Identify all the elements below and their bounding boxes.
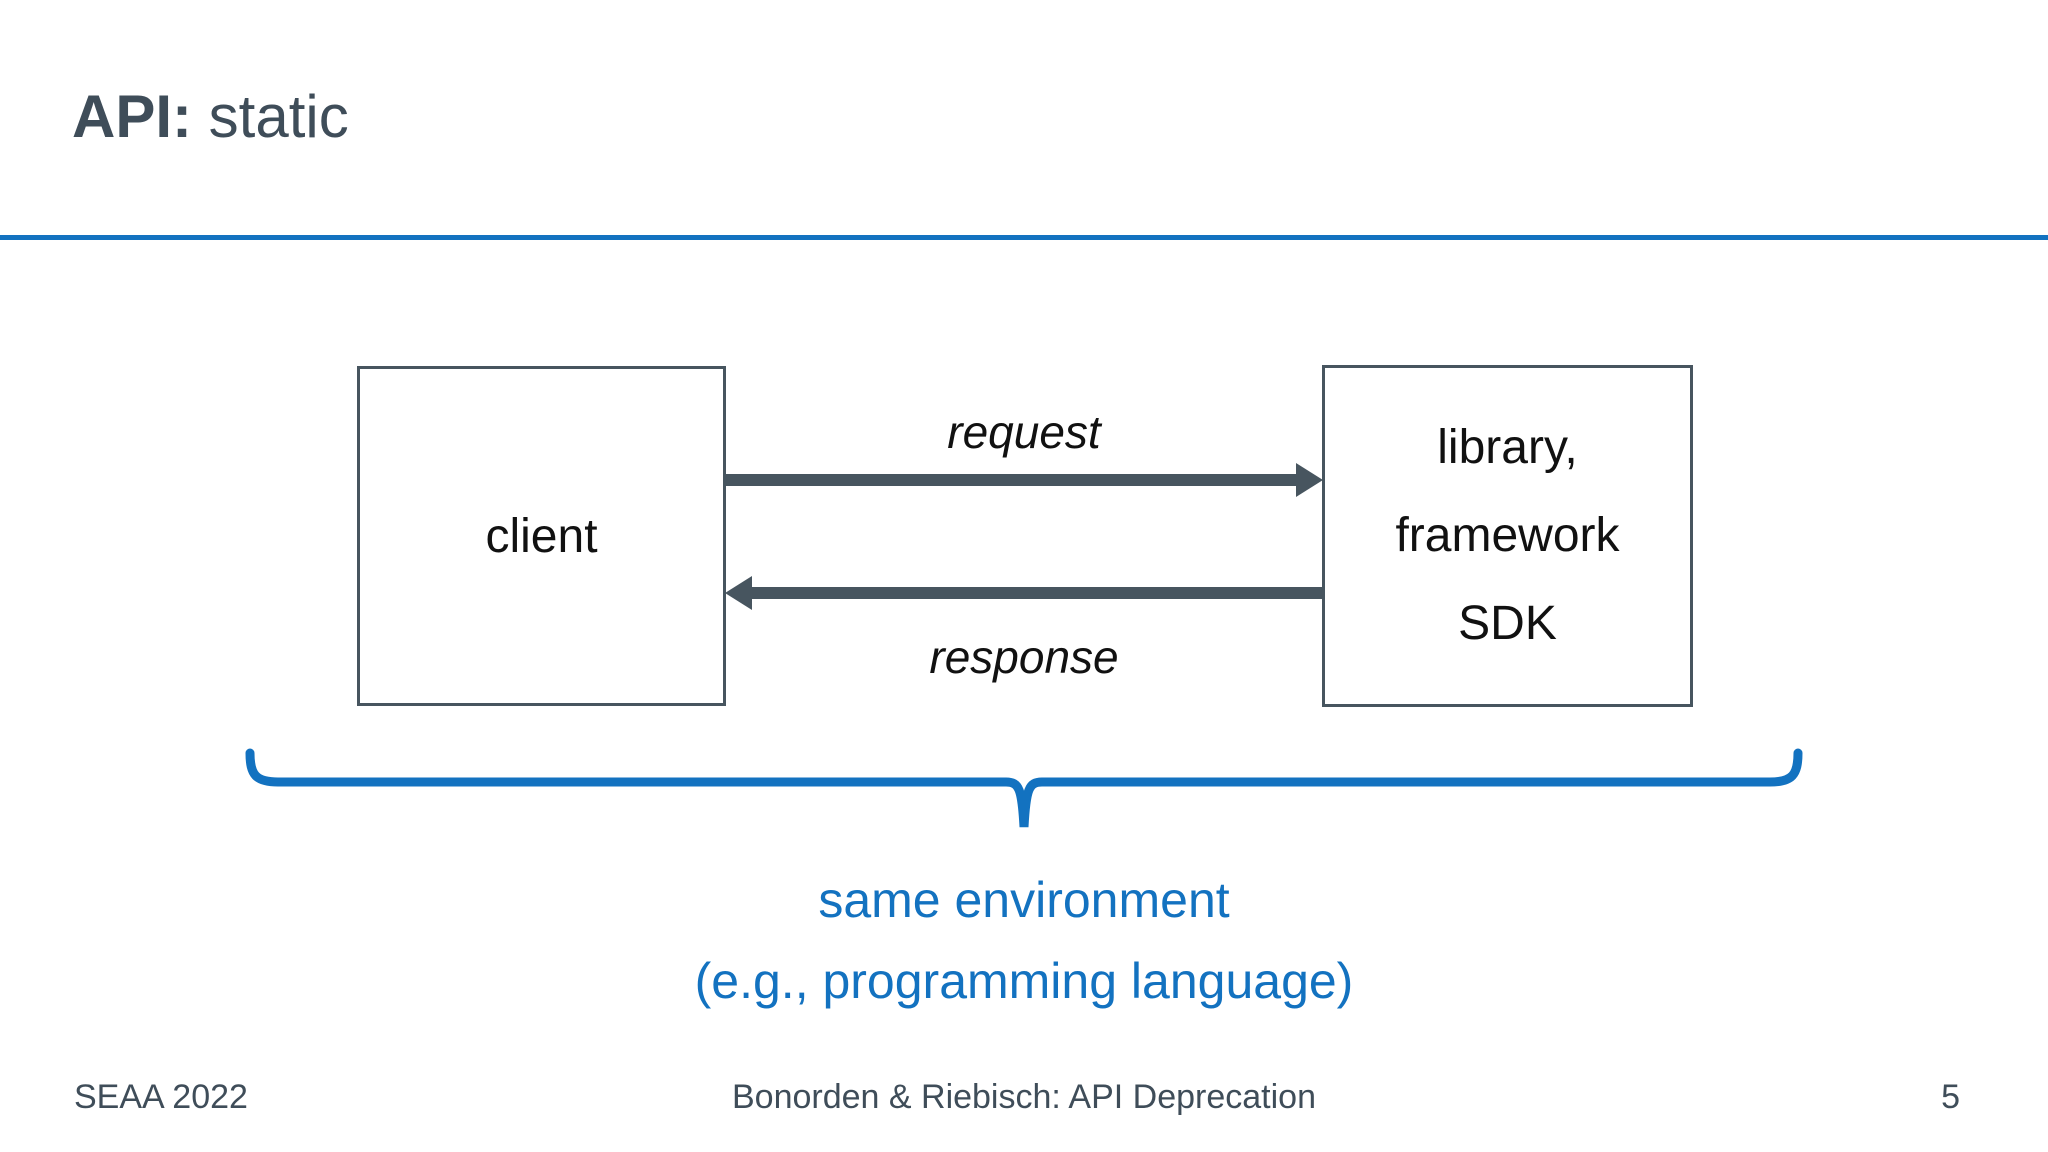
footer-authors: Bonorden & Riebisch: API Deprecation <box>731 1078 1316 1116</box>
title-subject: static <box>192 83 349 150</box>
library-box-line: library, <box>1437 421 1578 474</box>
client-box: client <box>357 366 726 706</box>
request-arrowhead-icon <box>1296 463 1323 497</box>
library-box: library, framework SDK <box>1322 365 1693 707</box>
client-box-label: client <box>485 509 598 563</box>
response-label: response <box>929 631 1119 683</box>
footer-conference: SEAA 2022 <box>74 1078 248 1116</box>
title-divider-rule <box>0 235 2048 240</box>
footer: SEAA 2022 Bonorden & Riebisch: API Depre… <box>0 1078 2048 1122</box>
request-arrow <box>726 474 1298 486</box>
caption-line-2: (e.g., programming language) <box>694 953 1354 1009</box>
request-label: request <box>947 406 1101 458</box>
library-box-line: SDK <box>1458 597 1557 650</box>
underbrace-icon <box>245 748 1803 828</box>
title-keyword: API: <box>72 83 192 150</box>
footer-page-number: 5 <box>1941 1078 1960 1116</box>
response-arrow <box>750 587 1322 599</box>
page-title: API: static <box>72 84 349 150</box>
brace-caption: same environment (e.g., programming lang… <box>0 860 2048 1022</box>
caption-line-1: same environment <box>818 872 1230 928</box>
library-box-line: framework <box>1395 509 1620 562</box>
response-arrowhead-icon <box>725 576 752 610</box>
